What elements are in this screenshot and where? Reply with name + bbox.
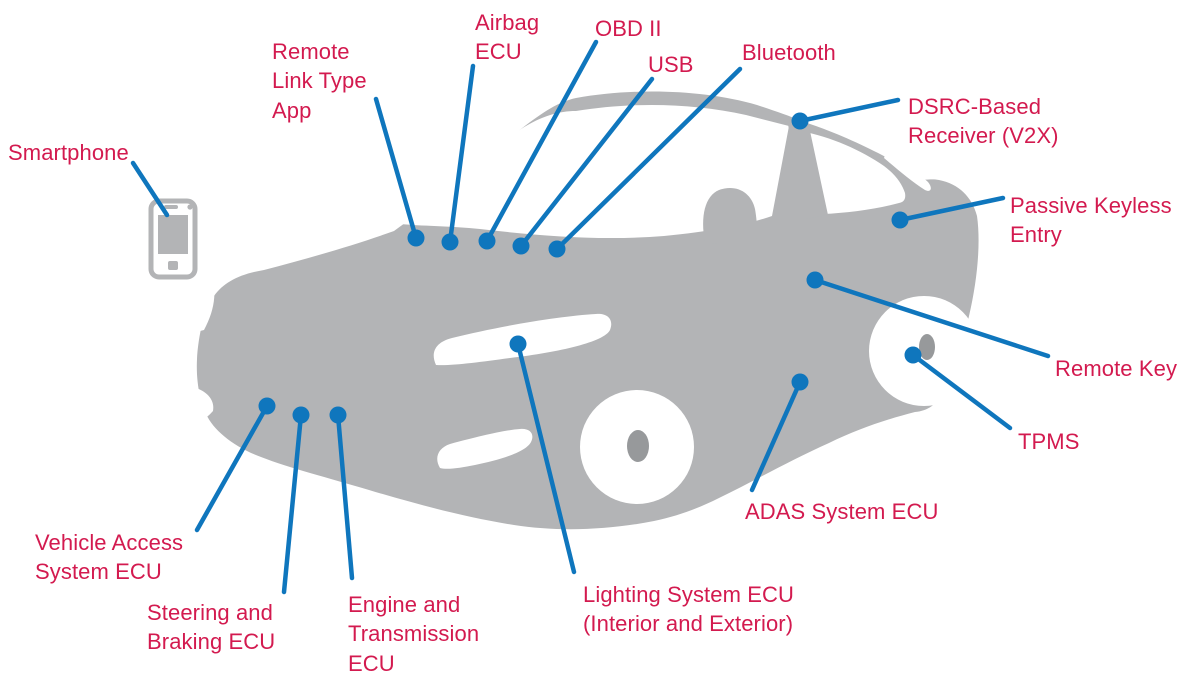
connector-dot-passive-keyless-entry [891,211,909,229]
label-airbag-ecu: Airbag ECU [475,10,540,65]
connector-line-lighting-system-ecu [515,341,577,575]
connector-lines [130,39,1051,595]
connector-dot-dsrc-receiver [791,112,809,130]
label-obd-ii: OBD II [595,16,662,41]
label-dsrc-receiver: DSRC-Based Receiver (V2X) [908,94,1059,149]
connector-dots [258,112,922,424]
label-vehicle-access-ecu: Vehicle Access System ECU [35,530,184,585]
connector-dot-tpms [904,346,922,364]
connector-line-remote-link-type-app [373,96,419,241]
connector-dot-steering-braking-ecu [292,406,310,424]
connector-line-airbag-ecu [447,63,476,245]
connector-line-tpms [910,352,1013,431]
connector-line-steering-braking-ecu [281,412,304,595]
connector-dot-engine-transmission-ecu [329,406,347,424]
label-usb: USB [648,52,694,77]
connector-line-bluetooth [554,66,743,252]
trunk-notch [884,152,931,191]
connector-line-vehicle-access-ecu [194,403,270,533]
connector-line-adas-system-ecu [749,379,803,493]
label-bluetooth: Bluetooth [742,40,836,65]
label-remote-link-type-app: Remote Link Type App [272,39,367,123]
connector-dot-obd-ii [478,232,496,250]
car-silhouette [186,91,979,530]
label-lighting-system-ecu: Lighting System ECU (Interior and Exteri… [583,582,794,637]
connector-line-obd-ii [484,39,599,244]
connector-dot-usb [512,237,530,255]
b-pillar [787,117,828,219]
connector-dot-bluetooth [548,240,566,258]
connector-line-dsrc-receiver [797,97,901,124]
connector-dot-vehicle-access-ecu [258,397,276,415]
connector-line-remote-key [812,277,1051,359]
connector-dot-lighting-system-ecu [509,335,527,353]
rear-window-cutout [801,131,906,214]
label-tpms: TPMS [1018,429,1080,454]
connector-line-smartphone [130,160,170,218]
connector-line-passive-keyless-entry [897,195,1006,223]
label-steering-braking-ecu: Steering and Braking ECU [147,600,276,655]
label-adas-system-ecu: ADAS System ECU [745,499,939,524]
front-window-cutout [401,105,789,239]
bumper-notch [186,388,214,426]
label-engine-transmission-ecu: Engine and Transmission ECU [348,592,480,676]
smartphone-icon [148,198,198,280]
rocker-cutout [437,428,533,469]
seat-headrest [703,188,757,247]
label-remote-key: Remote Key [1055,356,1178,381]
connector-dot-remote-link-type-app [407,229,425,247]
label-passive-keyless-entry: Passive Keyless Entry [1010,193,1172,248]
connector-line-engine-transmission-ecu [335,412,355,581]
connector-dot-remote-key [806,271,824,289]
front-wheel-hub [627,430,649,462]
label-smartphone: Smartphone [8,140,129,165]
connector-dot-airbag-ecu [441,233,459,251]
rear-wheel-hub [919,334,935,360]
headlight-notch [192,268,215,333]
connector-dot-adas-system-ecu [791,373,809,391]
connector-line-usb [518,76,655,249]
